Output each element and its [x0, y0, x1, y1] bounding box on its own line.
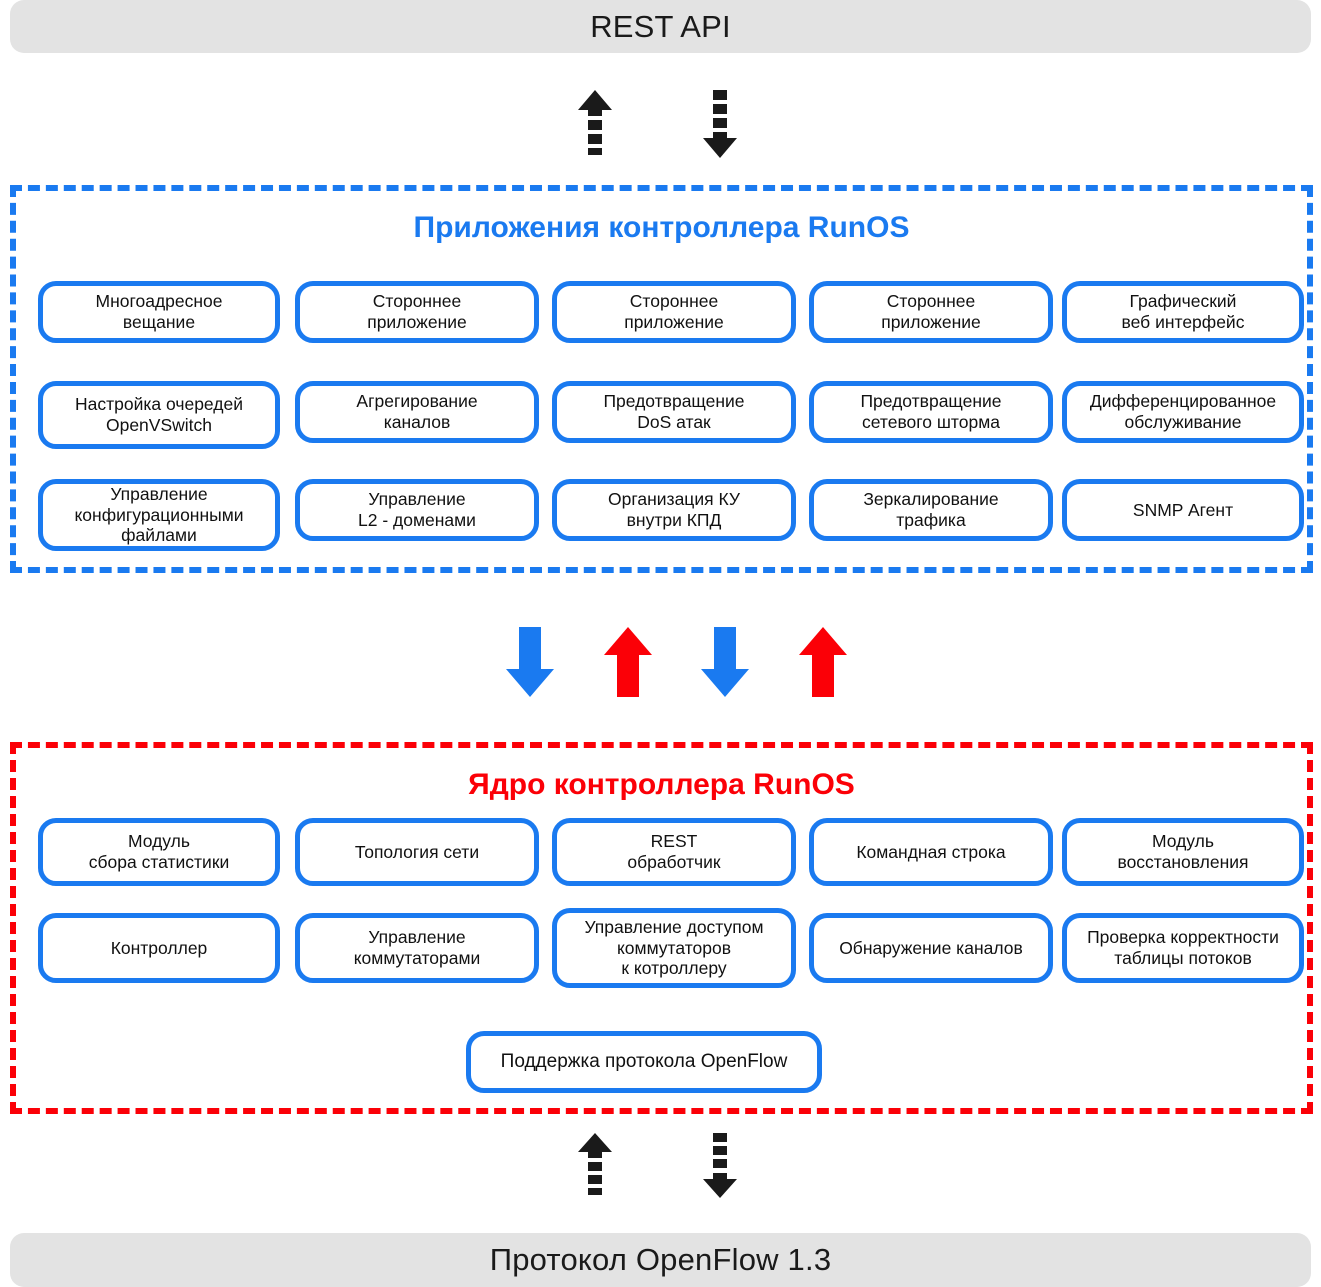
dashed-arrow-up: [575, 90, 615, 155]
core-box[interactable]: Контроллер: [38, 913, 280, 983]
app-box[interactable]: Настройка очередей OpenVSwitch: [38, 381, 280, 449]
core-box[interactable]: REST обработчик: [552, 818, 796, 886]
app-box[interactable]: Организация КУ внутри КПД: [552, 479, 796, 541]
app-box[interactable]: Предотвращение сетевого шторма: [809, 381, 1053, 443]
app-box[interactable]: Агрегирование каналов: [295, 381, 539, 443]
core-box[interactable]: Обнаружение каналов: [809, 913, 1053, 983]
app-box[interactable]: Стороннее приложение: [295, 281, 539, 343]
dashed-arrow-up: [575, 1133, 615, 1195]
core-box[interactable]: Командная строка: [809, 818, 1053, 886]
openflow-support-box[interactable]: Поддержка протокола OpenFlow: [466, 1031, 822, 1093]
app-box[interactable]: Предотвращение DoS атак: [552, 381, 796, 443]
core-box[interactable]: Управление доступом коммутаторов к котро…: [552, 908, 796, 988]
dashed-arrow-down: [700, 90, 740, 158]
app-box[interactable]: Управление L2 - доменами: [295, 479, 539, 541]
rest-api-label: REST API: [590, 8, 731, 44]
openflow-protocol-bar: Протокол OpenFlow 1.3: [10, 1233, 1311, 1287]
applications-zone: Приложения контроллера RunOS Многоадресн…: [10, 185, 1313, 573]
app-box[interactable]: Графический веб интерфейс: [1062, 281, 1304, 343]
core-box[interactable]: Проверка корректности таблицы потоков: [1062, 913, 1304, 983]
core-box[interactable]: Модуль восстановления: [1062, 818, 1304, 886]
applications-zone-title: Приложения контроллера RunOS: [413, 211, 910, 244]
arrow-down-blue: [505, 627, 555, 697]
app-box[interactable]: Дифференцированное обслуживание: [1062, 381, 1304, 443]
core-zone-title: Ядро контроллера RunOS: [468, 768, 855, 801]
core-zone: Ядро контроллера RunOS Модуль сбора стат…: [10, 742, 1313, 1114]
app-box[interactable]: Многоадресное вещание: [38, 281, 280, 343]
app-box[interactable]: SNMP Агент: [1062, 479, 1304, 541]
rest-api-bar: REST API: [10, 0, 1311, 53]
app-box[interactable]: Управление конфигурационными файлами: [38, 479, 280, 551]
arrow-down-blue: [700, 627, 750, 697]
core-box[interactable]: Управление коммутаторами: [295, 913, 539, 983]
app-box[interactable]: Стороннее приложение: [809, 281, 1053, 343]
arrow-up-red: [798, 627, 848, 697]
openflow-protocol-label: Протокол OpenFlow 1.3: [489, 1242, 832, 1277]
core-box[interactable]: Модуль сбора статистики: [38, 818, 280, 886]
arrow-up-red: [603, 627, 653, 697]
app-box[interactable]: Стороннее приложение: [552, 281, 796, 343]
app-box[interactable]: Зеркалирование трафика: [809, 479, 1053, 541]
core-box[interactable]: Топология сети: [295, 818, 539, 886]
dashed-arrow-down: [700, 1133, 740, 1198]
